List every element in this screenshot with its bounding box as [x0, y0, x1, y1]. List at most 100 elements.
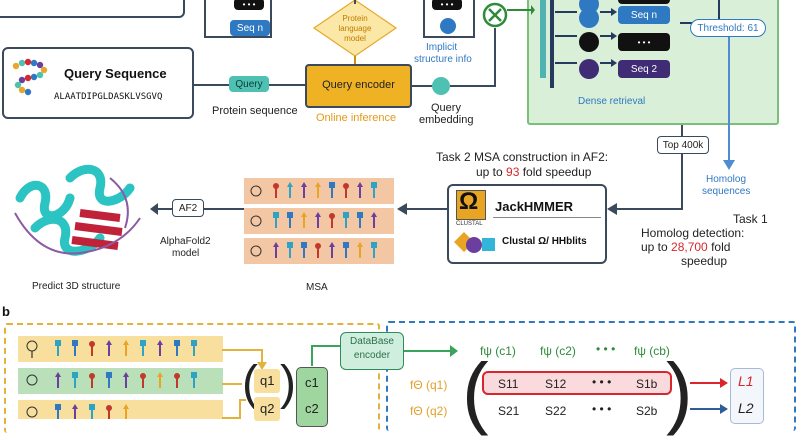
implicit-dot	[440, 18, 456, 34]
dots-right-pill-2: • • •	[618, 33, 670, 51]
c2-label: c2	[305, 401, 319, 416]
query-tag: Query	[229, 76, 269, 92]
query-embedding-dot	[432, 77, 450, 95]
left-dots-pill: • • •	[234, 0, 264, 10]
L1-label: L1	[738, 373, 754, 389]
retrieval-bar-navy	[550, 0, 554, 88]
s21: S21	[498, 404, 520, 418]
fpsi-cb: fψ (cb)	[634, 344, 670, 358]
encoder-out-arrow	[404, 345, 458, 357]
jackhmmer-label: JackHMMER	[495, 199, 574, 214]
threshold-pill: Threshold: 61	[690, 19, 766, 37]
s1b: S1b	[636, 377, 658, 391]
shapes-icon	[454, 232, 495, 253]
ftheta-q1: fΘ (q1)	[410, 378, 448, 392]
diamond-to-encoder-line	[354, 56, 356, 65]
protein-chain-icon	[12, 58, 48, 96]
task2-number: 93	[506, 165, 520, 179]
to-jackhmmer-arrow	[607, 203, 617, 215]
fpsi-c1: fψ (c1)	[480, 344, 516, 358]
dots-right-pill-1: • • •	[618, 0, 670, 4]
seq-2-pill: Seq 2	[618, 60, 670, 78]
retrieval-dot-2	[579, 8, 599, 28]
database-encoder-box	[340, 332, 404, 370]
alphafold-label-2: model	[172, 248, 200, 259]
threshold-down-line	[728, 37, 730, 165]
embedding-to-multiply-line	[450, 85, 496, 87]
clustal-logo	[456, 190, 486, 220]
c-vector-box	[296, 367, 328, 427]
retrieval-dot-3	[579, 32, 599, 52]
clustal-word: CLUSTAL	[456, 221, 483, 227]
query-sequence-title: Query Sequence	[64, 66, 167, 81]
multiply-down-line	[494, 28, 496, 87]
task1-suffix: fold	[707, 240, 731, 254]
af2-pill: AF2	[172, 199, 204, 217]
task2-line1: Task 2 MSA construction in AF2:	[436, 150, 609, 164]
dense-retrieval-label: Dense retrieval	[578, 96, 646, 107]
task1-line4: speedup	[681, 254, 728, 268]
query-embedding-label-1: Query	[431, 102, 461, 114]
fpsi-c2: fψ (c2)	[540, 344, 576, 358]
task1-prefix: up to	[641, 240, 672, 254]
loss-arrows	[690, 378, 728, 414]
top400k-horizontal	[614, 208, 683, 210]
task2-suffix: fold speedup	[519, 165, 592, 179]
top-left-box	[0, 0, 185, 18]
multiply-icon	[482, 2, 508, 28]
jackhmmer-divider	[493, 217, 601, 218]
retrieval-dot-4	[579, 59, 599, 79]
top400k-pill: Top 400k	[657, 136, 709, 154]
omega-icon: Ω	[459, 188, 479, 215]
q-vector-bracket-right: )	[280, 357, 296, 410]
online-inference-label: Online inference	[316, 112, 397, 124]
s2-dots: • • •	[592, 402, 612, 416]
to-structure-arrow	[150, 203, 172, 215]
msa-glyphs	[250, 182, 377, 258]
left-seq-n-pill: Seq n	[230, 20, 270, 36]
s22: S22	[545, 404, 567, 418]
task1-line3: up to 28,700 fold	[641, 240, 730, 254]
implicit-dots-pill: • • •	[432, 0, 462, 10]
clustal-tools-label: Clustal Ω/ HHblits	[502, 236, 587, 247]
task2-line2: up to 93 fold speedup	[476, 165, 591, 179]
predict-label: Predict 3D structure	[32, 281, 121, 292]
structure-info-label: structure info	[414, 54, 472, 65]
seq-n-right-pill: Seq n	[618, 6, 670, 24]
to-msa-arrow	[397, 203, 407, 215]
top400k-line	[681, 125, 683, 210]
msa-af2-line	[200, 208, 244, 210]
multiply-in-arrows	[507, 5, 535, 15]
jack-msa-line	[404, 208, 447, 210]
homolog-label-1: Homolog	[706, 174, 747, 185]
q-connectors	[222, 349, 267, 419]
query-encoder-label: Query encoder	[322, 79, 395, 91]
s1-dots: • • •	[592, 375, 612, 389]
msa-label: MSA	[306, 282, 328, 293]
task2-prefix: up to	[476, 165, 507, 179]
panel-b-label: b	[2, 304, 10, 319]
retrieval-bar-teal	[540, 0, 546, 78]
loss-column-box	[730, 368, 764, 424]
query-embedding-label-2: embedding	[419, 114, 474, 126]
homolog-arrow	[723, 160, 735, 170]
msa-block	[244, 178, 394, 264]
encoder-embedding-line	[412, 85, 434, 87]
implicit-label: Implicit	[426, 42, 458, 53]
query-encoder-box	[305, 64, 412, 108]
lm-connector	[354, 0, 356, 4]
alphafold-label-1: AlphaFold2	[160, 236, 211, 247]
implicit-bracket	[423, 0, 475, 38]
homolog-label-2: sequences	[702, 186, 751, 197]
blue-dashed-region	[386, 321, 796, 431]
orange-dashed-region	[4, 323, 380, 433]
s11: S11	[498, 377, 519, 391]
s2b: S2b	[636, 404, 658, 418]
task1-line2: Homolog detection:	[641, 226, 745, 240]
panel-b-msa-strips	[18, 336, 223, 419]
protein-structure-image	[14, 164, 141, 256]
c-up-connector	[311, 345, 346, 366]
database-encoder-label-2: encoder	[353, 350, 391, 361]
left-seq-bracket	[204, 0, 272, 38]
q2-label: q2	[260, 401, 275, 416]
